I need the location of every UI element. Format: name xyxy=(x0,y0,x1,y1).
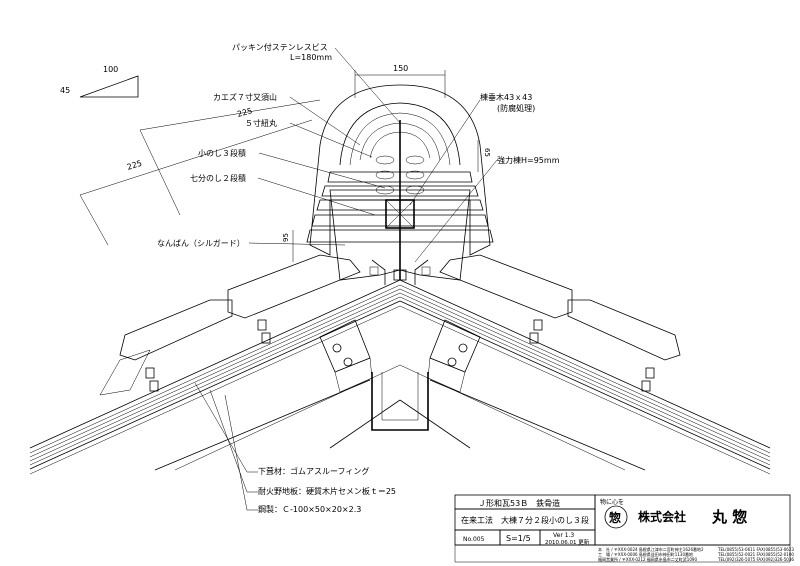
tb-version: Ver 1.3 xyxy=(553,532,574,539)
ridge-assembly xyxy=(306,84,494,285)
tb-doc-no: No.005 xyxy=(463,536,485,543)
dim-95: 95 xyxy=(282,233,290,242)
leader-lines xyxy=(194,47,498,511)
slope-dim-225-a: 225 xyxy=(236,106,253,119)
pitch-run-label: 100 xyxy=(103,65,118,74)
tb-company-tag: 物に心を xyxy=(600,498,624,506)
tb-date: 2010.06.01 更新 xyxy=(545,538,590,546)
label-fireboard: 耐火野地板：硬質木片セメン板ｔ＝25 xyxy=(258,486,396,496)
label-kaezu: カエズ７寸又須山 xyxy=(213,92,277,102)
tb-addr1: 本 社 / 〒XXX-0024 島根県江津市二宮町神主1626番地2 xyxy=(598,546,704,552)
tb-tel3: TEL(092)326-5075 FAX(092)326-5036 xyxy=(717,557,794,562)
label-screw: パッキン付ステンレスビス xyxy=(232,42,328,52)
tb-addr3: 福岡営業所 / 〒XXX-0212 福岡県糸島市二丈町武1090 xyxy=(598,556,697,562)
dim-65: 65 xyxy=(483,148,491,157)
label-steel: 鋼製：Ｃ-100×50×20×2.3 xyxy=(258,504,361,514)
label-strong-ridge: 強力棟H=95mm xyxy=(497,155,560,165)
label-nanban: なんばん（シルガード） xyxy=(157,238,245,248)
title-block: Ｊ形和瓦53Ｂ 鉄骨造 在来工法 大棟７分２段小のし３段 No.005 S=1/… xyxy=(454,494,794,563)
slope-dimension-lines: 225 225 xyxy=(79,99,321,246)
label-ridge-wood: 棟垂木43ｘ43 xyxy=(480,92,532,102)
tb-logo-char: 惣 xyxy=(609,510,621,525)
tb-addr2: 工 場 / 〒XXX-0006 島根県益田市神田町1130番地 xyxy=(598,551,693,557)
slope-dim-225-b: 225 xyxy=(126,159,143,172)
top-width-dimension: 150 xyxy=(354,64,446,98)
tb-company-prefix: 株式会社 xyxy=(638,509,686,524)
label-ridge-wood-sub: (防腐処理) xyxy=(497,103,535,113)
tb-tel2: TEL(0855)52-0021 FAX(0855)52-0100 xyxy=(717,552,794,557)
steel-c-channel xyxy=(329,372,471,449)
label-noshi3: 小のし３段積 xyxy=(198,148,246,158)
pitch-triangle: 100 45 xyxy=(60,65,139,98)
pitch-rise-label: 45 xyxy=(60,86,70,95)
roof-left xyxy=(29,254,401,475)
label-screw-length: L=180mm xyxy=(290,53,332,62)
tb-row2: 在来工法 大棟７分２段小のし３段 xyxy=(461,515,589,525)
tb-scale: S=1/5 xyxy=(506,534,531,543)
tb-row1: Ｊ形和瓦53Ｂ 鉄骨造 xyxy=(478,498,560,508)
label-maru5: ５寸紐丸 xyxy=(245,118,277,128)
label-noshi2: 七分のし２段積 xyxy=(190,173,246,183)
tb-tel1: TEL(0855)53-0611 FAX(0855)53-0623 xyxy=(717,547,794,552)
dim-150: 150 xyxy=(393,64,408,73)
roof-right xyxy=(399,254,771,475)
side-dimensions: 65 95 xyxy=(282,140,491,262)
label-underlay: 下葺材：ゴムアスルーフィング xyxy=(258,466,369,476)
tb-company-name: 丸 惣 xyxy=(711,508,747,526)
company-logo xyxy=(604,505,628,529)
